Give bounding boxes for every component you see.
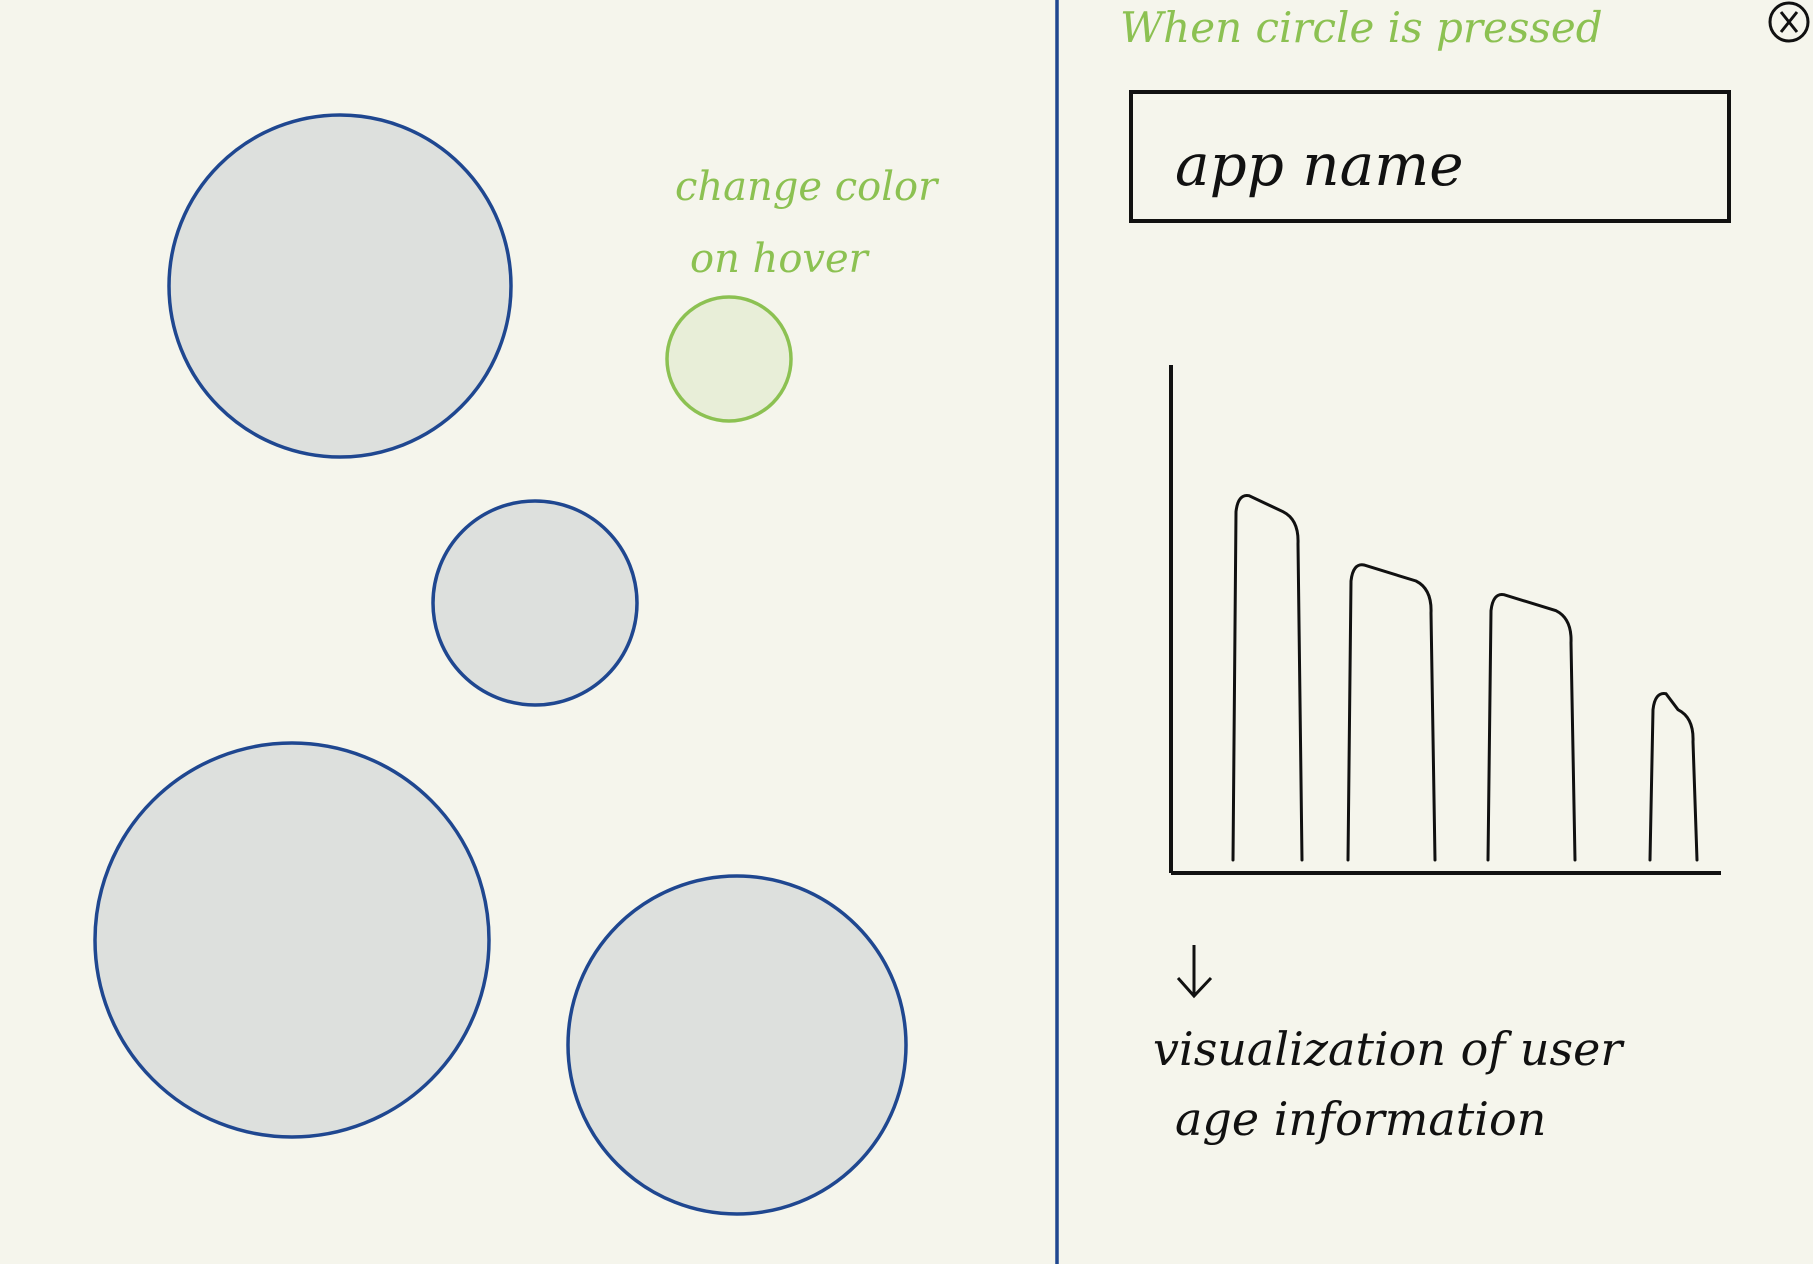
chart-bar [1648, 692, 1699, 862]
bubble-hover-example[interactable] [665, 295, 793, 423]
caption-line1: visualization of user [1153, 1022, 1625, 1076]
app-name-label: app name [1175, 131, 1464, 199]
arrow-down-icon [1176, 945, 1213, 999]
bubble-field [93, 113, 908, 1216]
hover-annotation-line1: change color [675, 164, 940, 210]
bubble-large-bottom-left[interactable] [93, 741, 491, 1139]
caption-line2: age information [1175, 1092, 1546, 1146]
hover-annotation-line2: on hover [690, 236, 871, 282]
age-chart [1169, 365, 1721, 875]
chart-bar [1486, 593, 1577, 862]
bubble-medium-center[interactable] [431, 499, 639, 707]
chart-bar [1231, 494, 1304, 862]
bubble-large-bottom-right[interactable] [566, 874, 908, 1216]
bubble-large-top[interactable] [167, 113, 513, 459]
close-icon[interactable] [1768, 1, 1810, 43]
pressed-annotation: When circle is pressed [1120, 3, 1603, 52]
chart-bars [1231, 494, 1699, 862]
app-name-box: app name [1129, 90, 1731, 223]
chart-bar [1346, 563, 1437, 862]
